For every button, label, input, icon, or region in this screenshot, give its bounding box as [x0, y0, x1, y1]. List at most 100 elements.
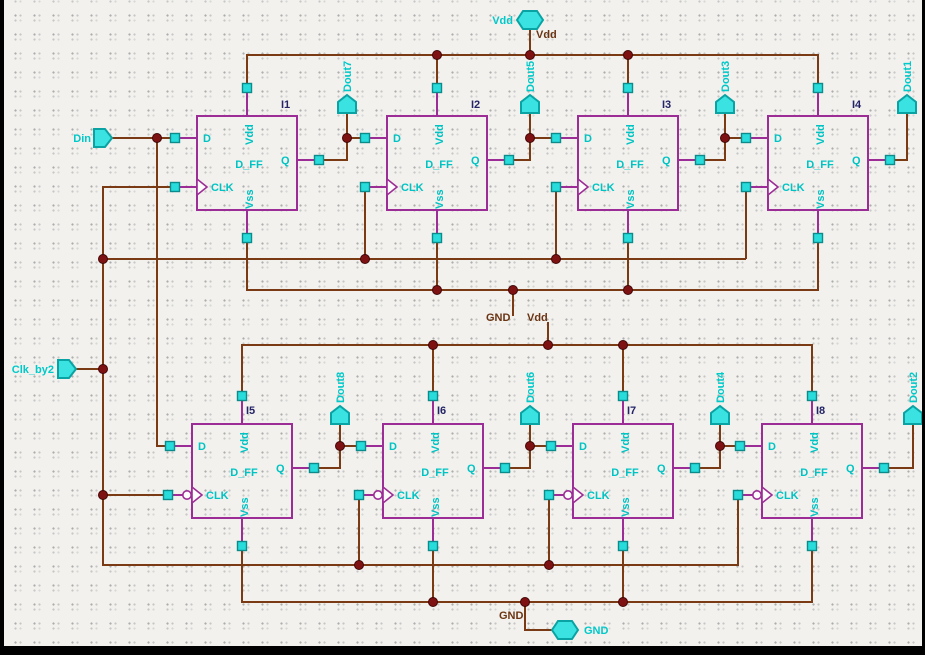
vdd-pin[interactable] [806, 390, 818, 402]
port-dout4[interactable]: Dout4 [710, 371, 730, 425]
output-port-icon[interactable] [897, 93, 917, 114]
port-dout7[interactable]: Dout7 [337, 61, 357, 114]
port-dout1[interactable]: Dout1 [897, 61, 917, 114]
pin-label-clk: CLK [397, 490, 420, 502]
wires[interactable] [76, 29, 914, 631]
vss-pin[interactable] [812, 232, 824, 244]
wire-q4-dout1[interactable] [868, 113, 908, 161]
vss-pin[interactable] [236, 540, 248, 552]
port-dout5[interactable]: Dout5 [520, 61, 540, 114]
port-vdd[interactable]: Vdd Vdd [492, 10, 557, 41]
instance-label: I8 [816, 405, 825, 417]
cell-type-label: D_FF [425, 159, 453, 171]
d-pin[interactable] [169, 132, 181, 144]
output-port-icon[interactable] [330, 404, 350, 425]
port-gnd[interactable]: GND GND [499, 610, 609, 640]
output-port-icon[interactable] [903, 404, 923, 425]
dff-I4[interactable]: D CLK Q D_FF Vdd Vss I4 [740, 82, 896, 244]
wire-gnd-rail-bottom[interactable] [241, 518, 813, 603]
output-port-icon[interactable] [520, 404, 540, 425]
ground-port-icon[interactable] [550, 620, 580, 640]
q-pin[interactable] [694, 154, 706, 166]
d-pin[interactable] [550, 132, 562, 144]
dff-I1[interactable]: D CLK Q D_FF Vdd Vss I1 [169, 82, 325, 244]
vss-pin[interactable] [241, 232, 253, 244]
wire-gnd-rail-top[interactable] [246, 210, 819, 291]
d-pin[interactable] [359, 132, 371, 144]
instance-label: I4 [852, 99, 862, 111]
dff-I7[interactable]: D CLK Q D_FF Vdd Vss I7 [543, 390, 701, 552]
d-pin[interactable] [545, 440, 557, 452]
dff-I3[interactable]: D CLK Q D_FF Vdd Vss I3 [550, 82, 706, 244]
clk-pin[interactable] [169, 181, 181, 193]
wire-vdd-rail-bottom[interactable] [241, 344, 813, 424]
port-dout3[interactable]: Dout3 [715, 61, 735, 114]
d-pin[interactable] [734, 440, 746, 452]
vss-pin[interactable] [431, 232, 443, 244]
cell-type-label: D_FF [235, 159, 263, 171]
power-port-icon[interactable] [515, 10, 545, 30]
port-din[interactable]: Din [73, 128, 114, 148]
wire-q1-d2[interactable] [297, 137, 387, 161]
port-label-dout2: Dout2 [908, 372, 920, 403]
port-clk-by2[interactable]: Clk_by2 [12, 359, 78, 379]
clk-pin[interactable] [550, 181, 562, 193]
clock-invert-bubble-icon [563, 490, 573, 501]
q-pin[interactable] [878, 462, 890, 474]
output-port-icon[interactable] [337, 93, 357, 114]
vss-pin[interactable] [806, 540, 818, 552]
q-pin[interactable] [313, 154, 325, 166]
pin-label-d: D [774, 133, 782, 145]
vdd-pin[interactable] [241, 82, 253, 94]
port-dout2[interactable]: Dout2 [903, 372, 923, 425]
wire-clk-trunk[interactable] [102, 186, 739, 566]
vss-pin[interactable] [622, 232, 634, 244]
vdd-pin[interactable] [812, 82, 824, 94]
net-label-gnd-bottom: GND [499, 610, 524, 622]
d-pin[interactable] [355, 440, 367, 452]
clk-pin[interactable] [543, 489, 555, 501]
vdd-pin[interactable] [236, 390, 248, 402]
clk-pin[interactable] [359, 181, 371, 193]
dff-I6[interactable]: D CLK Q D_FF Vdd Vss I6 [353, 390, 511, 552]
clk-pin[interactable] [162, 489, 174, 501]
d-pin[interactable] [740, 132, 752, 144]
vss-pin[interactable] [617, 540, 629, 552]
clock-edge-icon [196, 177, 209, 197]
instance-label: I5 [246, 405, 255, 417]
pin-label-d: D [203, 133, 211, 145]
vdd-pin[interactable] [427, 390, 439, 402]
q-pin[interactable] [499, 462, 511, 474]
wire-gnd-port-stub[interactable] [524, 602, 553, 631]
clk-pin[interactable] [740, 181, 752, 193]
q-pin[interactable] [689, 462, 701, 474]
instance-label: I2 [471, 99, 480, 111]
port-label-clk-by2: Clk_by2 [12, 364, 54, 376]
vdd-pin[interactable] [617, 390, 629, 402]
vss-pin[interactable] [427, 540, 439, 552]
vdd-pin[interactable] [622, 82, 634, 94]
vdd-pin[interactable] [431, 82, 443, 94]
pin-label-vdd: Vdd [434, 124, 446, 145]
output-port-icon[interactable] [710, 404, 730, 425]
dff-I5[interactable]: D CLK Q D_FF Vdd Vss I5 [162, 390, 320, 552]
input-port-icon[interactable] [93, 128, 114, 148]
output-port-icon[interactable] [520, 93, 540, 114]
dff-I8[interactable]: D CLK Q D_FF Vdd Vss I8 [732, 390, 890, 552]
input-port-icon[interactable] [57, 359, 78, 379]
wire-q8-dout2[interactable] [862, 424, 914, 469]
output-port-icon[interactable] [715, 93, 735, 114]
clk-pin[interactable] [353, 489, 365, 501]
d-pin[interactable] [164, 440, 176, 452]
port-label-gnd: GND [584, 625, 609, 637]
port-label-dout1: Dout1 [902, 61, 914, 92]
clk-pin[interactable] [732, 489, 744, 501]
q-pin[interactable] [503, 154, 515, 166]
port-dout8[interactable]: Dout8 [330, 372, 350, 425]
q-pin[interactable] [884, 154, 896, 166]
port-dout6[interactable]: Dout6 [520, 372, 540, 425]
dff-I2[interactable]: D CLK Q D_FF Vdd Vss I2 [359, 82, 515, 244]
q-pin[interactable] [308, 462, 320, 474]
